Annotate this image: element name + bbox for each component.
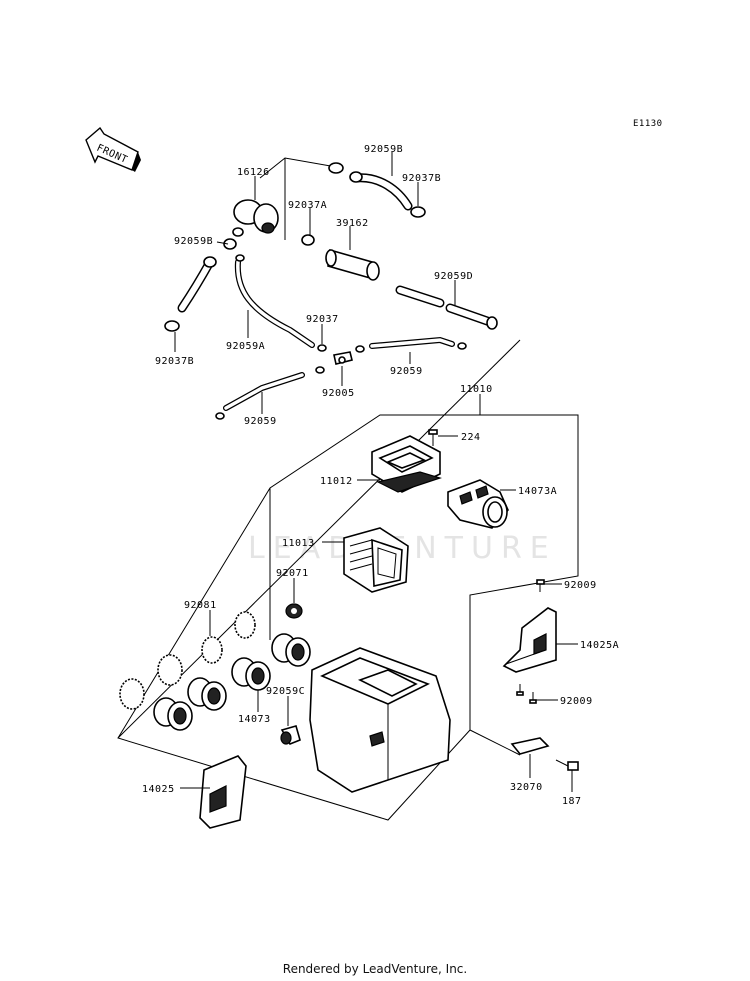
label-92059D: 92059D	[434, 271, 473, 282]
clamp-left-top	[223, 238, 237, 250]
assembly-outline	[117, 414, 579, 821]
label-14025: 14025	[142, 784, 175, 795]
clip-low-left	[215, 412, 225, 420]
label-92059C: 92059C	[266, 686, 305, 697]
label-92071: 92071	[276, 568, 309, 579]
label-14073: 14073	[238, 714, 271, 725]
clamp-92059A	[235, 254, 245, 262]
clamp-92037B-top	[410, 206, 426, 218]
clamp-92037A	[301, 234, 315, 246]
label-92009-top: 92009	[564, 580, 597, 591]
label-16126: 16126	[237, 167, 270, 178]
clip-mid-left	[355, 345, 365, 353]
part-labels: 92059B 92037B 16126 92037A 39162 92059B …	[142, 144, 619, 807]
bolt-224	[428, 429, 438, 446]
clamp-92037B-left	[164, 320, 180, 332]
label-11012: 11012	[320, 476, 353, 487]
airbox-housing	[309, 647, 451, 793]
label-92037B-top: 92037B	[402, 173, 441, 184]
label-14025A: 14025A	[580, 640, 619, 651]
label-14073A: 14073A	[518, 486, 557, 497]
label-92005: 92005	[322, 388, 355, 399]
front-arrow-icon: FRONT	[85, 126, 141, 172]
label-224: 224	[461, 432, 481, 443]
clamps-92081	[119, 611, 256, 710]
label-32070: 32070	[510, 782, 543, 793]
screws-92009-bottom	[516, 684, 537, 704]
label-39162: 39162	[336, 218, 369, 229]
filter-39162	[325, 248, 380, 281]
label-92081: 92081	[184, 600, 217, 611]
grommet-92071	[285, 603, 303, 619]
clip-92037	[317, 344, 327, 352]
label-92059-low: 92059	[244, 416, 277, 427]
valve-16126	[232, 199, 279, 237]
hose-92059-low	[223, 372, 305, 411]
plate-32070	[510, 737, 550, 755]
diagram-code: E1130	[633, 119, 663, 129]
clip-mid-right	[457, 342, 467, 350]
hose-92059-mid	[369, 336, 455, 349]
label-92037A: 92037A	[288, 200, 327, 211]
upper-group-outline	[259, 157, 343, 240]
cover-14025	[199, 755, 247, 829]
cover-11012	[371, 435, 442, 493]
hose-92059D	[395, 285, 498, 330]
clamp-top	[328, 162, 344, 174]
elbow-92059C	[280, 725, 301, 746]
leader-lines	[174, 152, 578, 792]
footer-credit: Rendered by LeadVenture, Inc.	[282, 962, 468, 976]
label-92009-bottom: 92009	[560, 696, 593, 707]
clip-low-right	[315, 366, 325, 374]
boots-14073	[153, 633, 311, 731]
label-187: 187	[562, 796, 582, 807]
label-92037: 92037	[306, 314, 339, 325]
label-92059B-left: 92059B	[174, 236, 213, 247]
label-92059A: 92059A	[226, 341, 265, 352]
boot-14073A	[447, 479, 509, 529]
bolt-187	[555, 759, 579, 771]
fitting-92005	[333, 351, 353, 365]
label-11010: 11010	[460, 384, 493, 395]
label-92059-mid: 92059	[390, 366, 423, 377]
hose-92059B-top	[349, 171, 413, 211]
screw-92009-top	[536, 579, 545, 592]
element-11013	[343, 527, 409, 593]
hose-92059A	[234, 259, 315, 348]
label-92059B-top: 92059B	[364, 144, 403, 155]
hose-92059B-left	[177, 256, 217, 313]
bracket-14025A	[502, 607, 557, 673]
label-92037B-left: 92037B	[155, 356, 194, 367]
label-11013: 11013	[282, 538, 315, 549]
